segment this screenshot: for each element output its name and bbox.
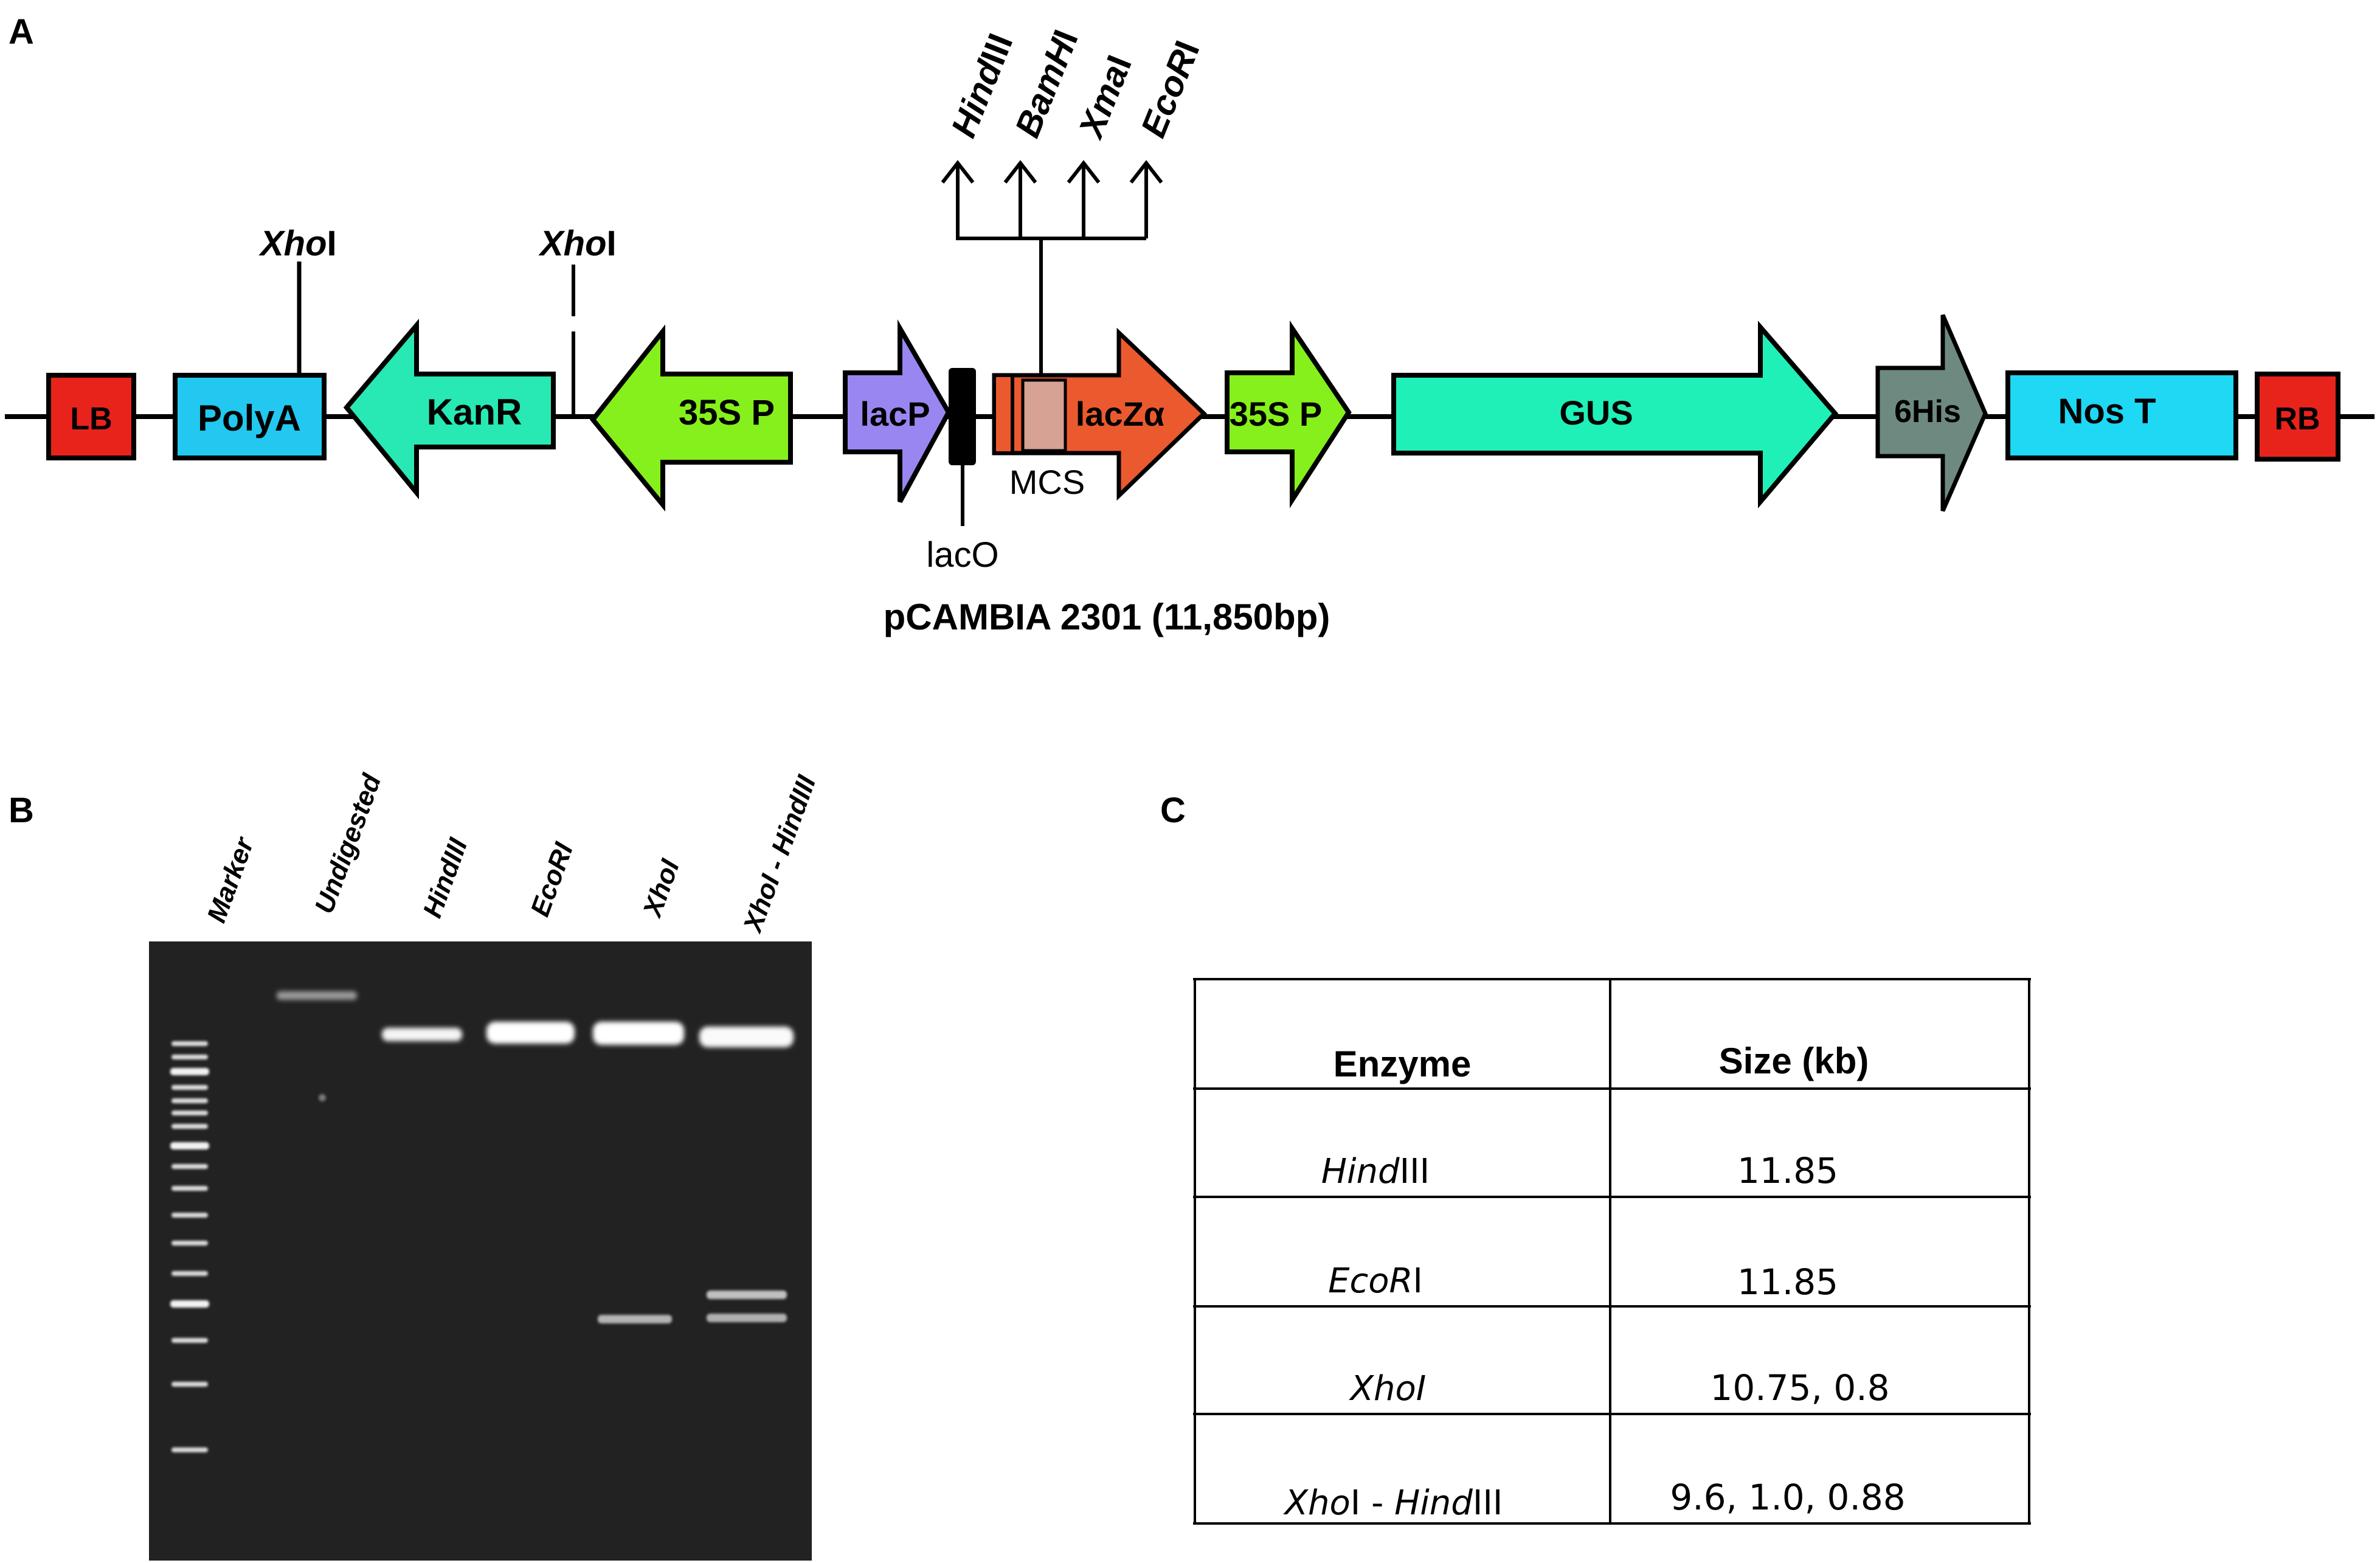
xhoi-hindiii-band-mid (707, 1291, 787, 1299)
panel-c-letter: C (1160, 791, 1186, 830)
table-row-1-size: 11.85 (1737, 1150, 1838, 1191)
gel-image (149, 941, 812, 1561)
mcs-site-xmai: XmaI (1071, 50, 1140, 145)
polya-label: PolyA (198, 398, 301, 438)
gel-background (149, 941, 812, 1561)
laco-label: lacO (926, 535, 998, 575)
lane-label-ecori: EcoRI (525, 839, 579, 921)
mcs-box (1021, 378, 1067, 452)
table-header-enzyme: Enzyme (1334, 1044, 1472, 1084)
p35s-2-arrow (1225, 320, 1352, 508)
xhoi-band-large (593, 1022, 684, 1045)
table-row-1-enzyme: HindIII (1321, 1152, 1430, 1191)
hindiii-band (382, 1028, 462, 1041)
his-tag-label: 6His (1894, 394, 1961, 429)
digest-table (1193, 978, 2031, 1525)
p35s-2-label: 35S P (1230, 395, 1323, 433)
laczalpha-arrow (992, 327, 1208, 501)
lane-label-marker: Marker (201, 832, 260, 926)
xhoi-site-2-label: XhoI (538, 224, 617, 263)
gel-speck (319, 1094, 326, 1101)
nost-label: Nos T (2058, 392, 2156, 431)
gus-arrow (1391, 321, 1839, 508)
table-row-2-size: 11.85 (1737, 1261, 1838, 1303)
table-row-4-size: 9.6, 1.0, 0.88 (1670, 1477, 1905, 1518)
mcs-site-ecori: EcoRI (1133, 35, 1208, 143)
kanr-label: KanR (427, 392, 522, 432)
xhoi-hindiii-band-large (699, 1027, 794, 1047)
rb-box (2255, 372, 2340, 462)
lacp-arrow (843, 319, 952, 503)
lane-label-xhoi-hindiii: XhoI - HindIII (737, 771, 822, 937)
kanr-arrow (343, 319, 556, 500)
laczalpha-label: lacZα (1076, 395, 1164, 433)
table-row-3-size: 10.75, 0.8 (1710, 1367, 1889, 1409)
gus-label: GUS (1559, 393, 1633, 432)
his-tag-arrow (1875, 314, 1988, 512)
lb-box (46, 373, 136, 460)
ecori-band (486, 1022, 575, 1044)
mcs-left-bar (992, 373, 1014, 455)
undigested-band (277, 991, 357, 1000)
table-header-size: Size (kb) (1719, 1041, 1869, 1081)
nost-box (2005, 370, 2238, 460)
table-row-2-enzyme: EcoRI (1328, 1261, 1423, 1301)
lacp-label: lacP (860, 395, 930, 433)
lane-label-hindiii: HindIII (417, 834, 473, 922)
mcs-arrows (941, 160, 1163, 238)
lb-label: LB (70, 401, 112, 437)
p35s-1-label: 35S P (679, 393, 775, 432)
polya-box (173, 373, 327, 460)
marker-ladder (170, 1041, 209, 1452)
rb-label: RB (2274, 401, 2320, 437)
mcs-label: MCS (1009, 463, 1085, 501)
xhoi-site-1-label: XhoI (258, 224, 337, 263)
xhoi-hindiii-band-small (707, 1314, 787, 1322)
panel-a-letter: A (9, 12, 34, 52)
plasmid-caption: pCAMBIA 2301 (11,850bp) (884, 597, 1330, 637)
p35s-1-arrow (589, 324, 793, 512)
table-row-3-enzyme: XhoI (1349, 1369, 1427, 1409)
panel-b-letter: B (9, 791, 34, 830)
laco-block (949, 368, 976, 465)
xhoi-band-small (598, 1315, 672, 1323)
table-row-4-enzyme: XhoI - HindIII (1283, 1483, 1503, 1523)
lane-label-xhoi: XhoI (637, 855, 685, 922)
lane-label-undigested: Undigested (309, 769, 387, 917)
